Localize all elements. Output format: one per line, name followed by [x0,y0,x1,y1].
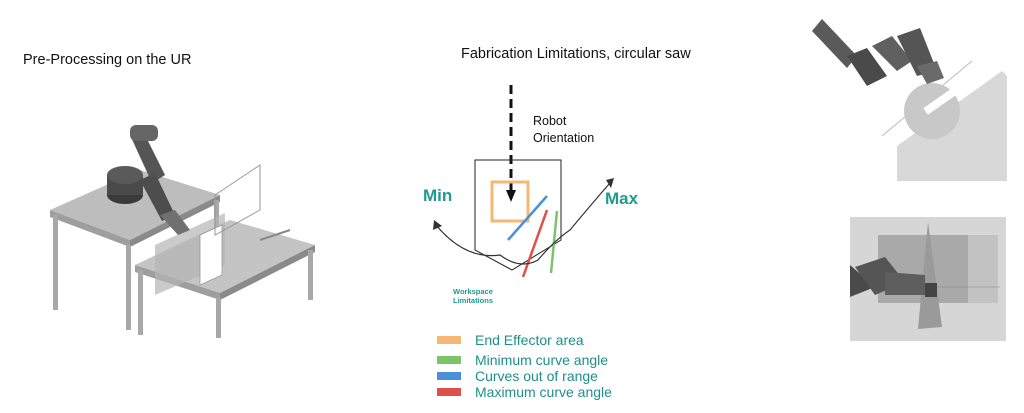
blue-line [507,195,548,241]
legend-swatch-orange [437,336,461,344]
robot-saw-top-render [812,16,1012,184]
green-line [549,210,559,274]
fabrication-limitations-diagram [433,85,614,278]
legend-item: Curves out of range [437,368,612,384]
robot-saw-bottom-render [850,217,1006,341]
legend-label: Minimum curve angle [475,352,609,368]
legend-item: Minimum curve angle [437,352,612,368]
max-label: Max [605,189,639,208]
legend-swatch-red [437,388,461,396]
center-panel-title: Fabrication Limitations, circular saw [461,46,691,62]
workspace-text: Workspace [453,287,493,296]
orientation-label: Orientation [533,131,595,145]
min-label: Min [423,186,453,205]
legend-item: Maximum curve angle [437,384,612,400]
legend-swatch-green [437,356,461,364]
legend-item: End Effector area [437,332,612,348]
workspace-curve [435,182,611,265]
legend: End Effector area Minimum curve angle Cu… [437,332,612,400]
robot-label: Robot [533,114,567,128]
legend-label: Maximum curve angle [475,384,612,400]
legend-label: End Effector area [475,332,584,348]
workspace-limitations-label: Workspace Limitations [453,287,493,305]
red-line [521,209,549,278]
left-panel-title: Pre-Processing on the UR [23,52,192,68]
workspace-box [474,159,562,271]
legend-label: Curves out of range [475,368,598,384]
robot-orientation-label: Robot Orientation [533,113,594,147]
end-effector-square [490,180,530,223]
limitations-text: Limitations [453,296,494,305]
legend-swatch-blue [437,372,461,380]
robot-on-tables-illustration [50,125,315,338]
